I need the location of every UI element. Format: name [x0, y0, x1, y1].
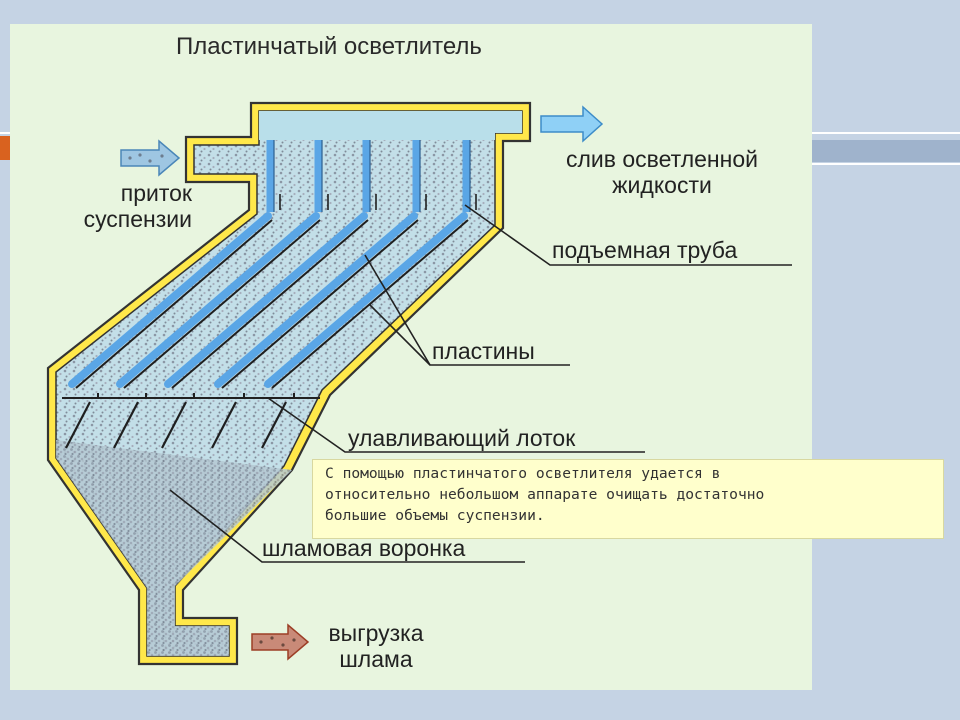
sludge-arrow-icon — [251, 623, 310, 661]
plate — [68, 212, 272, 388]
plate — [116, 212, 320, 388]
leader-lift-pipe — [464, 204, 792, 266]
label-plates: пластины — [432, 338, 535, 364]
plate-underside — [271, 219, 469, 389]
plate — [214, 212, 418, 388]
collector-tray — [166, 393, 195, 399]
leader-plates-2 — [369, 304, 431, 366]
plate — [264, 212, 468, 388]
plate-underside — [171, 219, 369, 389]
diagram-title: Пластинчатый осветлитель — [176, 33, 482, 60]
plate-underside — [123, 219, 321, 389]
collector-tray — [216, 393, 245, 399]
collector-tray — [70, 393, 99, 399]
sludge-baffle — [161, 401, 187, 449]
plates-group — [65, 140, 477, 449]
slide-decor-line-bottom — [812, 163, 960, 165]
label-sludge-funnel: шламовая воронка — [262, 535, 466, 561]
clear-liquid-header — [259, 111, 522, 140]
label-lift-pipe: подъемная труба — [552, 237, 738, 263]
sludge-baffle — [261, 401, 287, 449]
plate-underside — [75, 219, 273, 389]
slide-decor-bar — [812, 140, 960, 162]
note-tooltip: С помощью пластинчатого осветлителя удае… — [312, 459, 944, 539]
label-collector-tray: улавливающий лоток — [348, 425, 576, 451]
plate-underside — [221, 219, 419, 389]
collector-tray — [118, 393, 147, 399]
leader-tray — [267, 397, 645, 453]
inflow-arrow-icon — [120, 139, 181, 177]
sludge-baffle — [211, 401, 237, 449]
leader-lines — [169, 204, 792, 563]
outflow-arrow-icon — [540, 105, 604, 143]
collector-tray — [266, 393, 295, 399]
slide-decor-orange-mark — [0, 136, 10, 160]
sludge-baffle — [65, 401, 91, 449]
label-sludge-discharge: выгрузка шлама — [328, 620, 424, 672]
plate — [164, 212, 368, 388]
leader-funnel — [169, 489, 525, 563]
label-outflow: слив осветленной жидкости — [566, 146, 758, 198]
sludge-baffle — [113, 401, 139, 449]
sludge-zone — [56, 440, 292, 656]
label-inflow: приток суспензии — [83, 180, 192, 232]
